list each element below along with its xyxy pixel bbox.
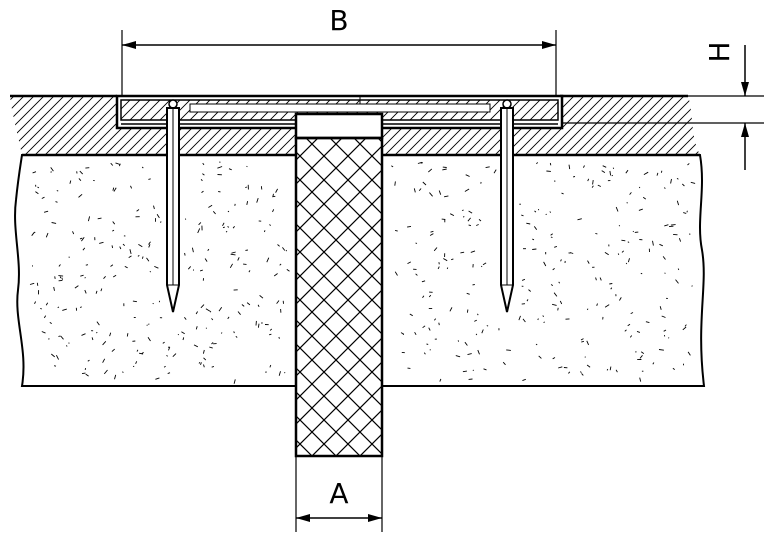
concrete-aggregate <box>29 161 696 384</box>
dimension-label-a: A <box>329 477 348 510</box>
dimension-b: B <box>121 4 557 96</box>
dimension-label-b: B <box>329 4 348 37</box>
concrete-left <box>14 154 297 387</box>
screed-right <box>382 96 700 155</box>
concrete-slab <box>14 154 706 387</box>
screed-left <box>10 96 296 155</box>
dimension-a: A <box>295 456 383 532</box>
concrete-right <box>381 154 706 387</box>
joint-filler <box>294 112 384 458</box>
dimension-h: H <box>562 41 764 170</box>
filler-foam <box>294 136 384 458</box>
filler-cap <box>294 112 384 140</box>
anchor-bolt-right <box>500 107 514 313</box>
screed-layer <box>10 94 700 157</box>
dimension-label-h: H <box>703 41 736 62</box>
anchor-bolt-left <box>166 107 180 313</box>
